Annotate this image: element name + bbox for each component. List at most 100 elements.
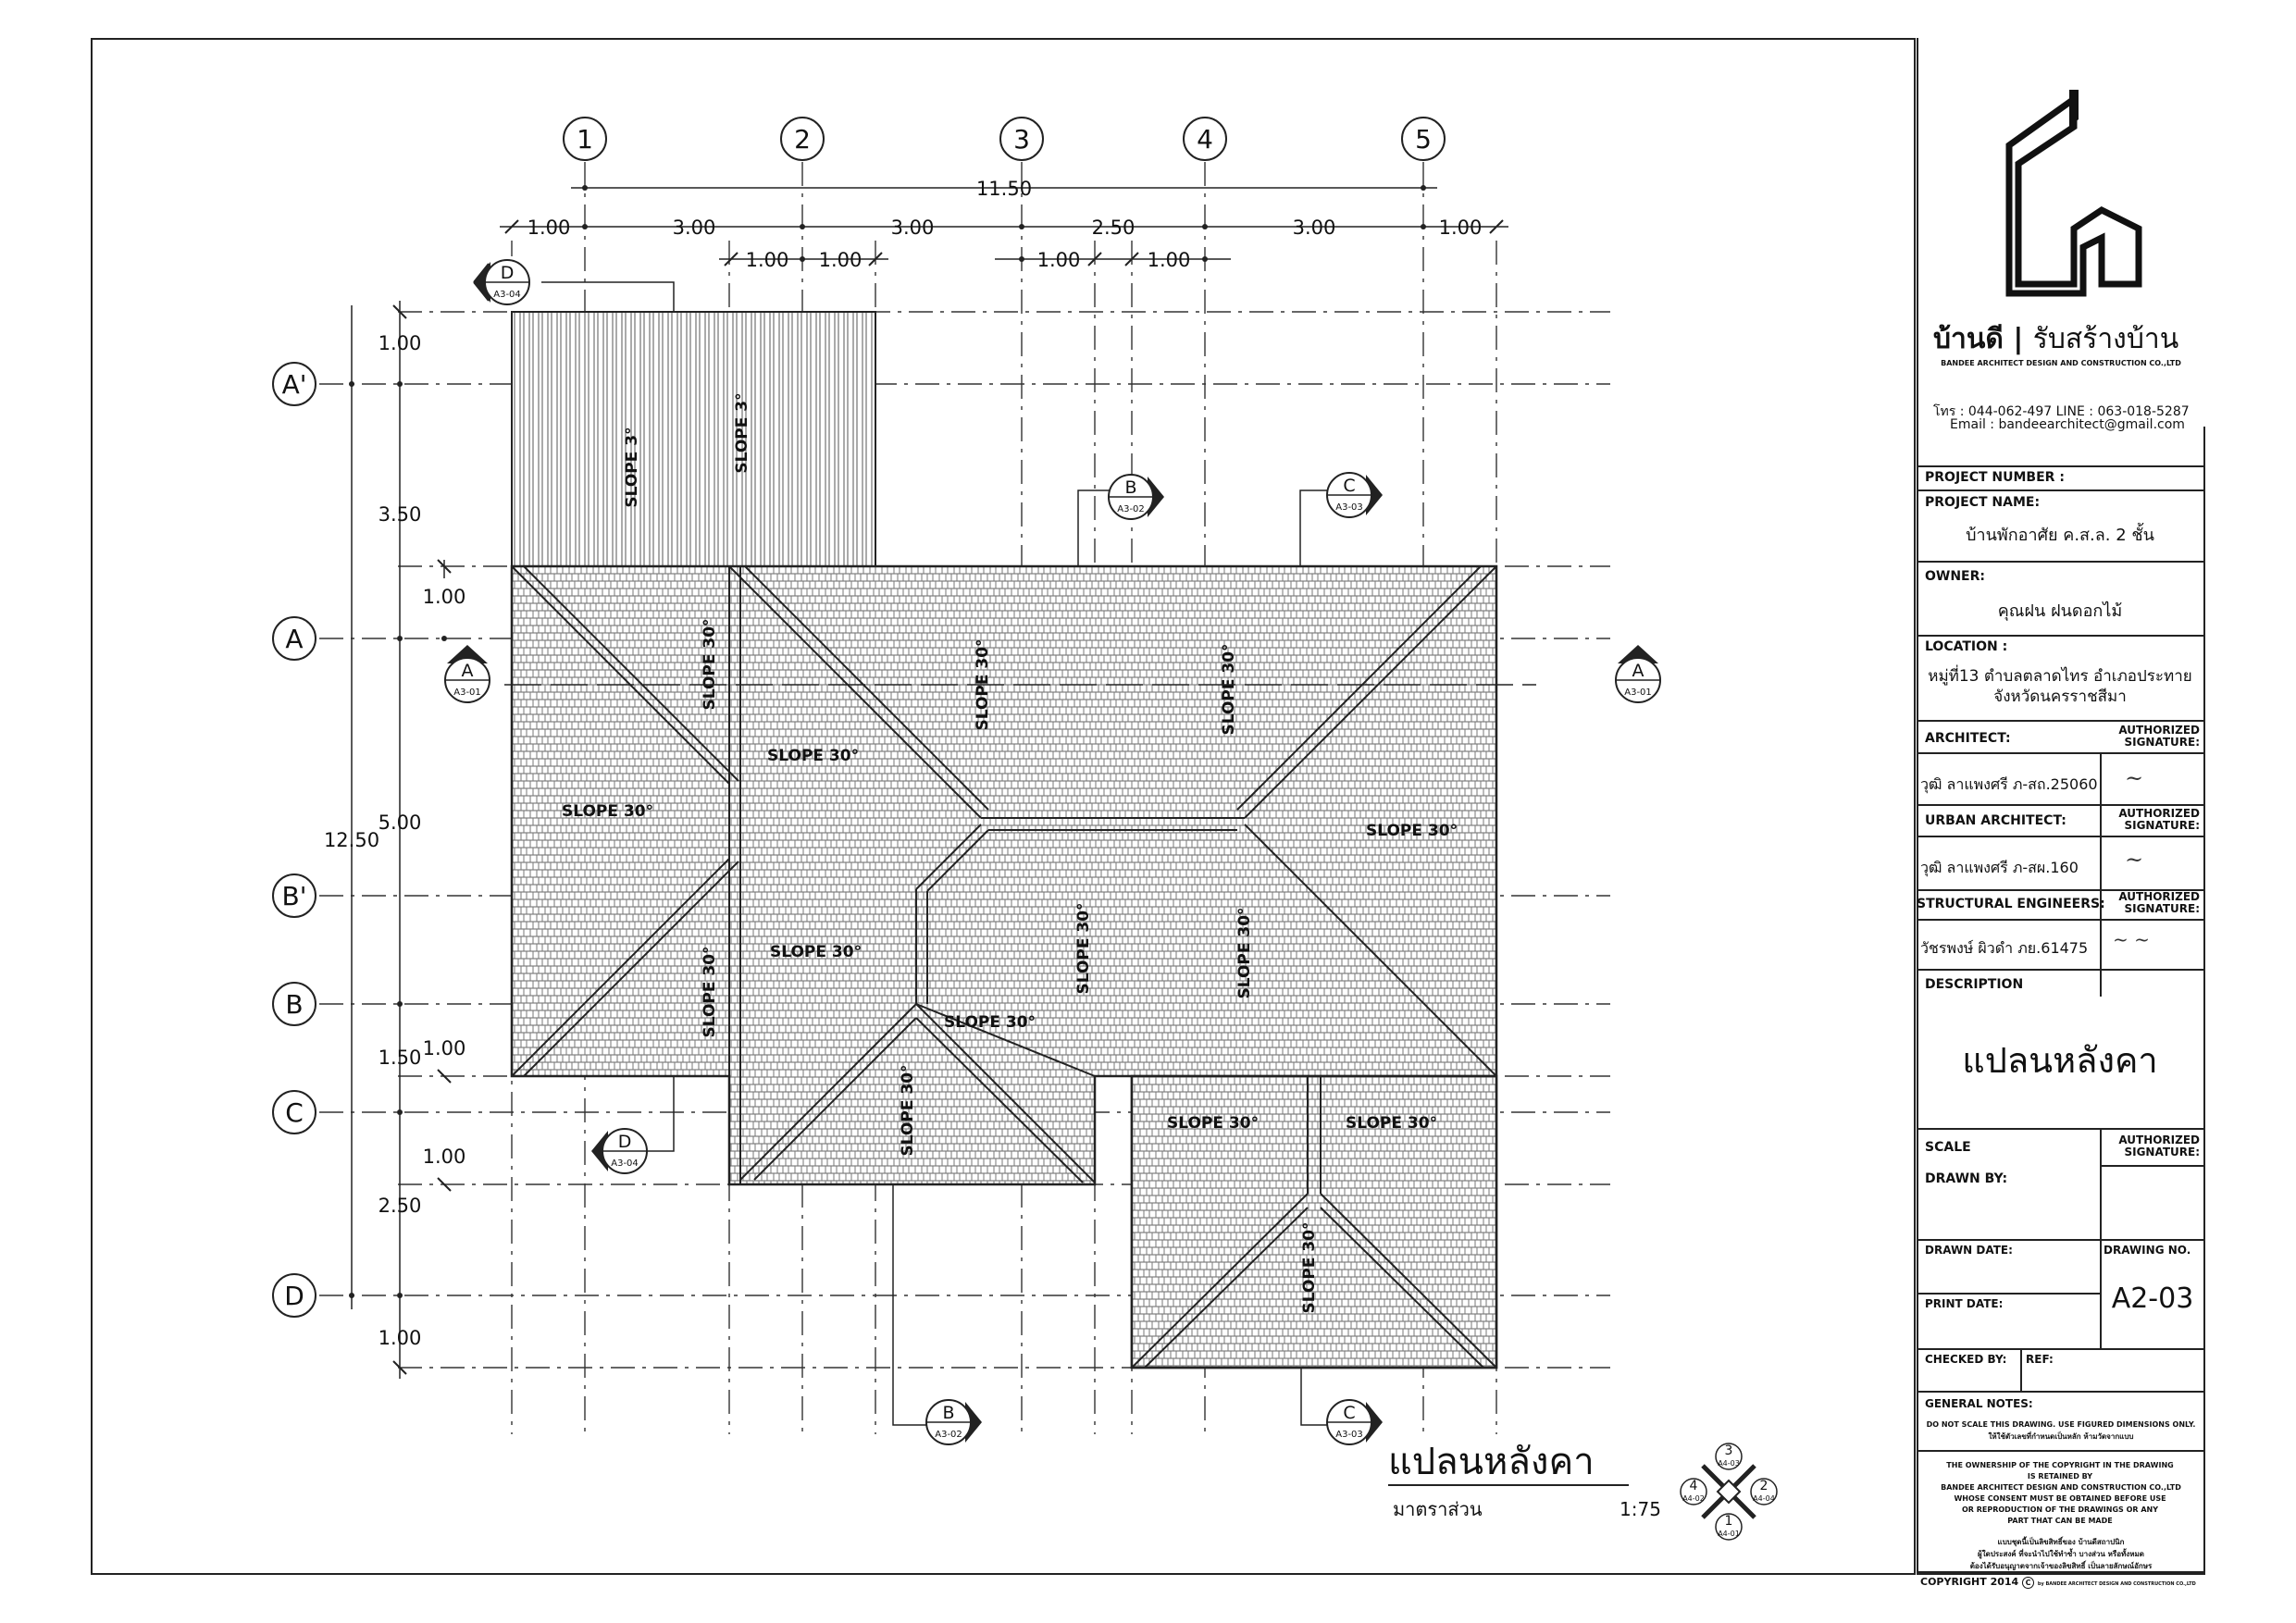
owner-label: OWNER: xyxy=(1925,569,1986,584)
plan-scale-label: มาตราส่วน xyxy=(1393,1498,1483,1520)
svg-text:4: 4 xyxy=(1197,124,1213,155)
dim-xs-1: 1.00 xyxy=(746,249,789,271)
svg-text:A3-03: A3-03 xyxy=(1335,1430,1363,1440)
dim-x-5: 3.00 xyxy=(1293,217,1336,239)
dimension-dots xyxy=(349,185,1426,1298)
svg-text:C: C xyxy=(1343,476,1355,496)
dimension-lines xyxy=(351,187,1508,1379)
contact-phone: โทร : 044-062-497 LINE : 063-018-5287 xyxy=(1933,404,2190,419)
svg-text:A: A xyxy=(285,624,303,654)
architect-label: ARCHITECT: xyxy=(1925,731,2011,746)
dim-overall-y: 12.50 xyxy=(324,829,379,851)
copyright-th-1: แบบชุดนี้เป็นลิขสิทธิ์ของ บ้านดีสถาปนิก xyxy=(1997,1538,2125,1546)
slope-label: SLOPE 30° xyxy=(1346,1114,1437,1133)
project-name: บ้านพักอาศัย ค.ส.ล. 2 ชั้น xyxy=(1966,526,2154,545)
svg-text:D: D xyxy=(501,263,515,283)
copyright-2: BANDEE ARCHITECT DESIGN AND CONSTRUCTION… xyxy=(1941,1483,2181,1492)
slope-label: SLOPE 30° xyxy=(1074,902,1093,994)
auth-signature-label: AUTHORIZED SIGNATURE: xyxy=(2118,1134,2200,1158)
slope-label: SLOPE 30° xyxy=(562,802,653,821)
auth-signature-label: AUTHORIZED SIGNATURE: xyxy=(2118,890,2200,915)
svg-text:A3-02: A3-02 xyxy=(1117,504,1145,514)
dim-y-7: 1.00 xyxy=(423,1146,466,1168)
print-date-label: PRINT DATE: xyxy=(1925,1297,2004,1310)
note-1: DO NOT SCALE THIS DRAWING. USE FIGURED D… xyxy=(1926,1420,2196,1429)
plan-scale-value: 1:75 xyxy=(1620,1498,1661,1520)
grid-bubble-A xyxy=(272,616,316,661)
svg-text:A4-04: A4-04 xyxy=(1753,1494,1775,1503)
plan-title: แปลนหลังคา xyxy=(1388,1441,1595,1483)
dim-y-6: 1.00 xyxy=(423,1037,466,1059)
drawing-number: A2-03 xyxy=(2111,1282,2194,1315)
project-name-label: PROJECT NAME: xyxy=(1925,495,2041,510)
flat-roof xyxy=(511,311,876,567)
drawing-number-label: DRAWING NO. xyxy=(2104,1244,2191,1257)
svg-text:A3-02: A3-02 xyxy=(935,1430,962,1440)
svg-text:B: B xyxy=(285,989,303,1020)
dim-xs-4: 1.00 xyxy=(1148,249,1191,271)
ref-label: REF: xyxy=(2026,1353,2054,1366)
urban-architect-signature: ~ xyxy=(2125,847,2144,873)
architect-signature: ~ xyxy=(2125,765,2144,791)
grid-bubbles: 1 2 3 4 5 A' A B' B C D xyxy=(272,117,1446,1318)
slope-label: SLOPE 30° xyxy=(1167,1114,1259,1133)
dim-y-1: 1.00 xyxy=(379,332,422,354)
company-name: BANDEE ARCHITECT DESIGN AND CONSTRUCTION… xyxy=(1941,359,2181,367)
dim-x-3: 3.00 xyxy=(891,217,935,239)
location-label: LOCATION : xyxy=(1925,639,2008,654)
slope-label: SLOPE 3° xyxy=(623,427,641,507)
drawn-date-label: DRAWN DATE: xyxy=(1925,1244,2013,1257)
dim-x-4: 2.50 xyxy=(1092,217,1136,239)
section-marker-B-bottom: B A3-02 xyxy=(925,1399,982,1445)
svg-text:A3-01: A3-01 xyxy=(453,688,481,698)
svg-text:1: 1 xyxy=(577,124,593,155)
svg-text:A4-03: A4-03 xyxy=(1718,1459,1740,1468)
description-value: แปลนหลังคา xyxy=(1962,1040,2158,1081)
grid-bubble-C xyxy=(272,1090,316,1134)
slope-label: SLOPE 30° xyxy=(944,1013,1036,1032)
svg-text:A: A xyxy=(1632,661,1644,681)
auth-signature-label: AUTHORIZED SIGNATURE: xyxy=(2118,807,2200,832)
project-number-label: PROJECT NUMBER : xyxy=(1925,470,2065,485)
svg-text:A': A' xyxy=(282,369,307,400)
auth-signature-label: AUTHORIZED SIGNATURE: xyxy=(2118,724,2200,749)
svg-text:3: 3 xyxy=(1725,1443,1733,1458)
grid-bubble-2 xyxy=(780,117,825,161)
note-2: ให้ใช้ตัวเลขที่กำหนดเป็นหลัก ห้ามวัดจากแ… xyxy=(1988,1432,2134,1441)
slope-label: SLOPE 3° xyxy=(733,392,751,473)
section-marker-D-bottom: D A3-04 xyxy=(591,1128,648,1174)
brand-name: บ้านดี | รับสร้างบ้าน xyxy=(1933,323,2179,355)
slope-label: SLOPE 30° xyxy=(1220,643,1238,735)
section-marker-A-left: A A3-01 xyxy=(444,645,490,703)
slope-label: SLOPE 30° xyxy=(770,943,862,961)
checked-by-label: CHECKED BY: xyxy=(1925,1353,2007,1366)
main-tiled-roof xyxy=(510,564,1498,1369)
svg-text:A4-02: A4-02 xyxy=(1682,1494,1705,1503)
dim-xs-2: 1.00 xyxy=(819,249,863,271)
slope-label: SLOPE 30° xyxy=(701,946,719,1037)
dim-y-8: 2.50 xyxy=(379,1195,422,1217)
svg-text:2: 2 xyxy=(1760,1479,1769,1493)
svg-text:3: 3 xyxy=(1013,124,1030,155)
section-marker-B-top: B A3-02 xyxy=(1108,474,1164,520)
svg-text:5: 5 xyxy=(1415,124,1432,155)
structural-engineer-signature: ~ ~ xyxy=(2113,928,2150,950)
roof-plan-drawing: 1 1.50 1.00 3.00 3.00 2.50 3.00 1.00 1.00… xyxy=(272,117,1778,1541)
general-notes-label: GENERAL NOTES: xyxy=(1925,1397,2033,1410)
dimension-ticks xyxy=(392,219,1504,1375)
urban-architect-label: URBAN ARCHITECT: xyxy=(1925,813,2066,828)
structural-engineers-label: STRUCTURAL ENGINEERS: xyxy=(1917,897,2105,911)
dim-y-4: 5.00 xyxy=(379,812,422,834)
dim-y-5: 1.50 xyxy=(379,1047,422,1069)
drawing-frame xyxy=(91,38,1916,1575)
svg-text:A3-03: A3-03 xyxy=(1335,502,1363,513)
copyright-3: WHOSE CONSENT MUST BE OBTAINED BEFORE US… xyxy=(1954,1494,2166,1525)
copyright-1: THE OWNERSHIP OF THE COPYRIGHT IN THE DR… xyxy=(1946,1461,2174,1481)
grid-bubble-Bprime xyxy=(272,873,316,918)
grid-bubble-Aprime xyxy=(272,362,316,406)
section-marker-C-top: C A3-03 xyxy=(1326,472,1383,518)
slope-label: SLOPE 30° xyxy=(899,1064,917,1156)
dim-x-2: 3.00 xyxy=(673,217,716,239)
urban-architect-name: วุฒิ ลาแพงศรี ภ-สผ.160 xyxy=(1920,859,2079,876)
svg-text:C: C xyxy=(1343,1403,1355,1423)
